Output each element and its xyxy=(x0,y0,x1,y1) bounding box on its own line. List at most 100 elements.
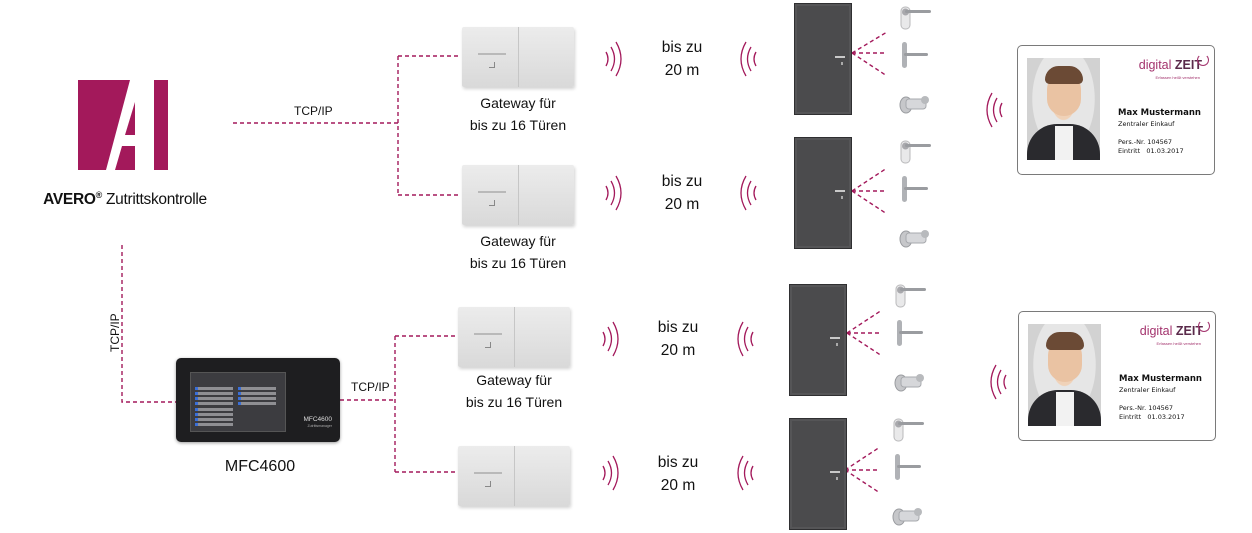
wave-right-icon-4 xyxy=(602,455,619,491)
controller-subtitle: Zutrittsmanager xyxy=(307,424,332,428)
brand-name: AVERO xyxy=(43,191,96,209)
entry-value: 01.03.2017 xyxy=(1146,147,1184,155)
gateway-caption-line2: bis zu 16 Türen xyxy=(465,394,563,410)
logo-ring-icon xyxy=(1198,320,1210,332)
door-links-1 xyxy=(851,31,888,77)
logo-tagline: Erfassen heißt verstehen xyxy=(1155,75,1200,80)
card-entry-date: Eintritt 01.03.2017 xyxy=(1118,147,1184,155)
gateway-3-caption: Gateway für bis zu 16 Türen xyxy=(434,369,594,413)
range-label-2: bis zu 20 m xyxy=(642,170,722,216)
tcpip-label-vertical: TCP/IP xyxy=(108,313,122,352)
card-name: Max Mustermann xyxy=(1118,108,1201,118)
gateway-2-caption: Gateway für bis zu 16 Türen xyxy=(438,230,598,274)
range-line2: 20 m xyxy=(664,196,700,213)
door-links-3 xyxy=(846,309,883,357)
door-handle-electronic-icon xyxy=(897,139,933,164)
gateway-caption-line2: bis zu 16 Türen xyxy=(469,117,567,133)
entry-value: 01.03.2017 xyxy=(1147,413,1185,421)
employee-photo xyxy=(1027,58,1100,160)
gateway-caption-line1: Gateway für xyxy=(480,95,556,111)
gateway-4 xyxy=(458,446,570,506)
wave-right-icon-3 xyxy=(602,321,619,357)
door-handle-electronic-icon xyxy=(890,417,926,442)
wave-card-icon-2 xyxy=(990,364,1007,400)
gateway-1-caption: Gateway für bis zu 16 Türen xyxy=(438,92,598,136)
wave-left-icon-4 xyxy=(737,455,754,491)
door-fitting-lever-icon xyxy=(897,176,933,202)
range-line1: bis zu xyxy=(657,454,699,471)
door-icon xyxy=(794,3,852,115)
wave-left-icon-1 xyxy=(740,41,757,77)
card-department: Zentraler Einkauf xyxy=(1118,120,1175,128)
logo-ring-icon xyxy=(1197,54,1209,66)
range-line1: bis zu xyxy=(661,173,703,190)
range-line2: 20 m xyxy=(660,342,696,359)
brand-product: Zutrittskontrolle xyxy=(105,191,207,209)
door-icon xyxy=(789,418,847,530)
logo-bold-text: ZEIT xyxy=(1175,324,1203,338)
range-line1: bis zu xyxy=(661,39,703,56)
door-fitting-lever-icon xyxy=(892,320,928,346)
entry-label: Eintritt xyxy=(1119,413,1142,421)
gateway-caption-line1: Gateway für xyxy=(480,233,556,249)
lock-cylinder-icon xyxy=(892,368,928,392)
range-line2: 20 m xyxy=(660,477,696,494)
pers-label: Pers.-Nr. xyxy=(1119,404,1147,412)
tcpip-label-top: TCP/IP xyxy=(294,104,333,118)
wave-left-icon-3 xyxy=(737,321,754,357)
card-personnel-number: Pers.-Nr. 104567 xyxy=(1119,404,1173,412)
card-department: Zentraler Einkauf xyxy=(1119,386,1176,394)
pers-value: 104567 xyxy=(1147,138,1173,146)
registered-mark: ® xyxy=(95,190,103,200)
card-entry-date: Eintritt 01.03.2017 xyxy=(1119,413,1185,421)
gateway-1 xyxy=(462,27,574,87)
lock-cylinder-icon xyxy=(897,90,933,114)
pers-label: Pers.-Nr. xyxy=(1118,138,1146,146)
entry-label: Eintritt xyxy=(1118,147,1141,155)
gateway-3 xyxy=(458,307,570,367)
employee-id-card-1: digital ZEIT Erfassen heißt verstehen Ma… xyxy=(1017,45,1215,175)
tcpip-label-mfc: TCP/IP xyxy=(351,380,390,394)
range-line2: 20 m xyxy=(664,62,700,79)
range-label-3: bis zu 20 m xyxy=(638,316,718,362)
digitalzeit-logo: digital ZEIT xyxy=(1140,324,1203,338)
door-fitting-lever-icon xyxy=(890,454,926,480)
door-icon xyxy=(789,284,847,396)
wave-right-icon-1 xyxy=(605,41,622,77)
door-links-2 xyxy=(851,167,888,215)
range-line1: bis zu xyxy=(657,319,699,336)
door-fitting-lever-icon xyxy=(897,42,933,68)
employee-photo xyxy=(1028,324,1101,426)
card-name: Max Mustermann xyxy=(1119,374,1202,384)
gateway-caption-line1: Gateway für xyxy=(476,372,552,388)
card-personnel-number: Pers.-Nr. 104567 xyxy=(1118,138,1172,146)
range-label-1: bis zu 20 m xyxy=(642,36,722,82)
door-handle-electronic-icon xyxy=(897,5,933,30)
tcpip-link-avero-gateways xyxy=(233,55,460,196)
lock-cylinder-icon xyxy=(890,502,926,526)
mfc4600-controller: MFC4600 Zutrittsmanager xyxy=(176,358,340,442)
employee-id-card-2: digital ZEIT Erfassen heißt verstehen Ma… xyxy=(1018,311,1216,441)
controller-model: MFC4600 xyxy=(303,416,332,423)
door-handle-electronic-icon xyxy=(892,283,928,308)
logo-bold-text: ZEIT xyxy=(1174,58,1202,72)
controller-screen xyxy=(190,372,286,432)
pers-value: 104567 xyxy=(1148,404,1174,412)
wave-left-icon-2 xyxy=(740,175,757,211)
brand-title: AVERO® Zutrittskontrolle xyxy=(0,190,250,209)
digitalzeit-logo: digital ZEIT xyxy=(1139,58,1202,72)
gateway-2 xyxy=(462,165,574,225)
wave-right-icon-2 xyxy=(605,175,622,211)
gateway-caption-line2: bis zu 16 Türen xyxy=(469,255,567,271)
avero-logo-icon xyxy=(78,80,168,170)
logo-light-text: digital xyxy=(1139,324,1173,338)
logo-tagline: Erfassen heißt verstehen xyxy=(1156,341,1201,346)
wave-card-icon-1 xyxy=(986,92,1003,128)
controller-caption: MFC4600 xyxy=(224,458,296,475)
door-links-4 xyxy=(844,446,881,494)
logo-light-text: digital xyxy=(1138,58,1172,72)
door-icon xyxy=(794,137,852,249)
tcpip-link-avero-mfc xyxy=(121,245,176,403)
range-label-4: bis zu 20 m xyxy=(638,451,718,497)
